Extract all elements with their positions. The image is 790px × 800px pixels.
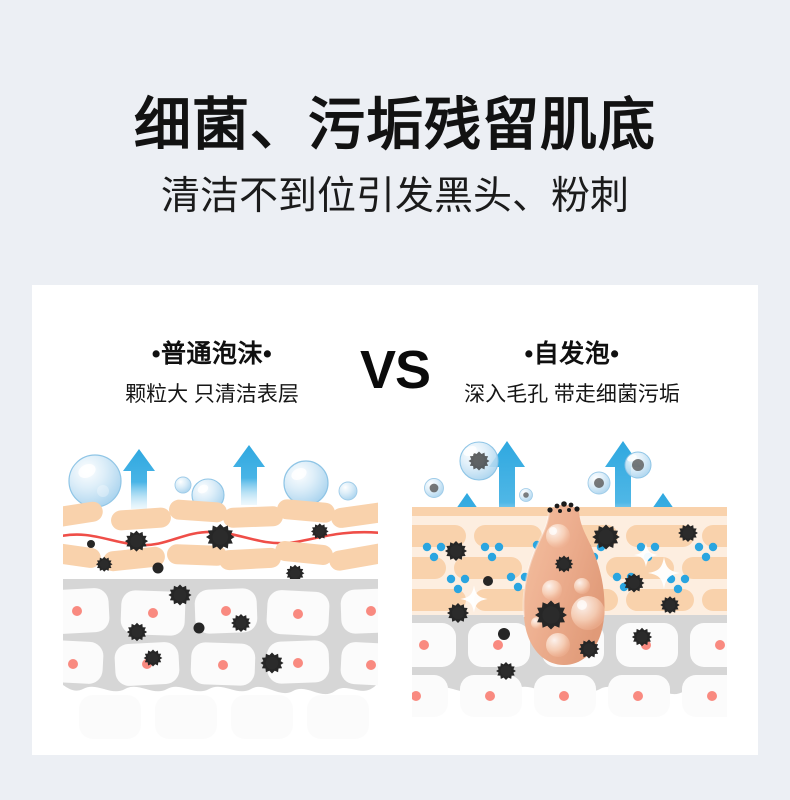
- comparison-labels: •普通泡沫• 颗粒大 只清洁表层 VS •自发泡• 深入毛孔 带走细菌污垢: [32, 285, 758, 425]
- ordinary-foam-title: •普通泡沫•: [151, 340, 273, 368]
- bacteria-epidermis: [87, 523, 329, 582]
- page-title: 细菌、污垢残留肌底: [134, 93, 656, 157]
- self-foam-title: •自发泡•: [524, 340, 620, 368]
- vs-label: VS: [359, 340, 431, 400]
- ordinary-foam-subtitle: 颗粒大 只清洁表层: [125, 382, 299, 406]
- page-subtitle: 清洁不到位引发黑头、粉刺: [160, 174, 629, 218]
- dermis-cells-row-3: [79, 695, 369, 739]
- bacteria-dermis: [126, 584, 284, 674]
- stratum-corneum-lower: [63, 541, 378, 572]
- sebum-droplets: [531, 524, 605, 657]
- self-foam-label-group: •自发泡• 深入毛孔 带走细菌污垢: [412, 340, 732, 408]
- self-foam-subtitle: 深入毛孔 带走细菌污垢: [464, 382, 680, 406]
- dermis-nuclei-row-1: [72, 606, 376, 619]
- comparison-card: •普通泡沫• 颗粒大 只清洁表层 VS •自发泡• 深入毛孔 带走细菌污垢: [32, 285, 758, 755]
- ordinary-foam-diagram: [63, 433, 378, 755]
- bubbles-carrying-bacteria: [424, 441, 652, 502]
- self-foam-diagram: [412, 433, 727, 755]
- page-header: 细菌、污垢残留肌底 清洁不到位引发黑头、粉刺: [0, 0, 790, 219]
- blackhead-dots: [547, 501, 580, 513]
- stratum-corneum-upper: [63, 499, 378, 531]
- ordinary-foam-label-group: •普通泡沫• 颗粒大 只清洁表层: [62, 340, 362, 408]
- bacteria-outside-pore: [445, 524, 698, 680]
- dermis-nuclei-row-2: [412, 691, 717, 701]
